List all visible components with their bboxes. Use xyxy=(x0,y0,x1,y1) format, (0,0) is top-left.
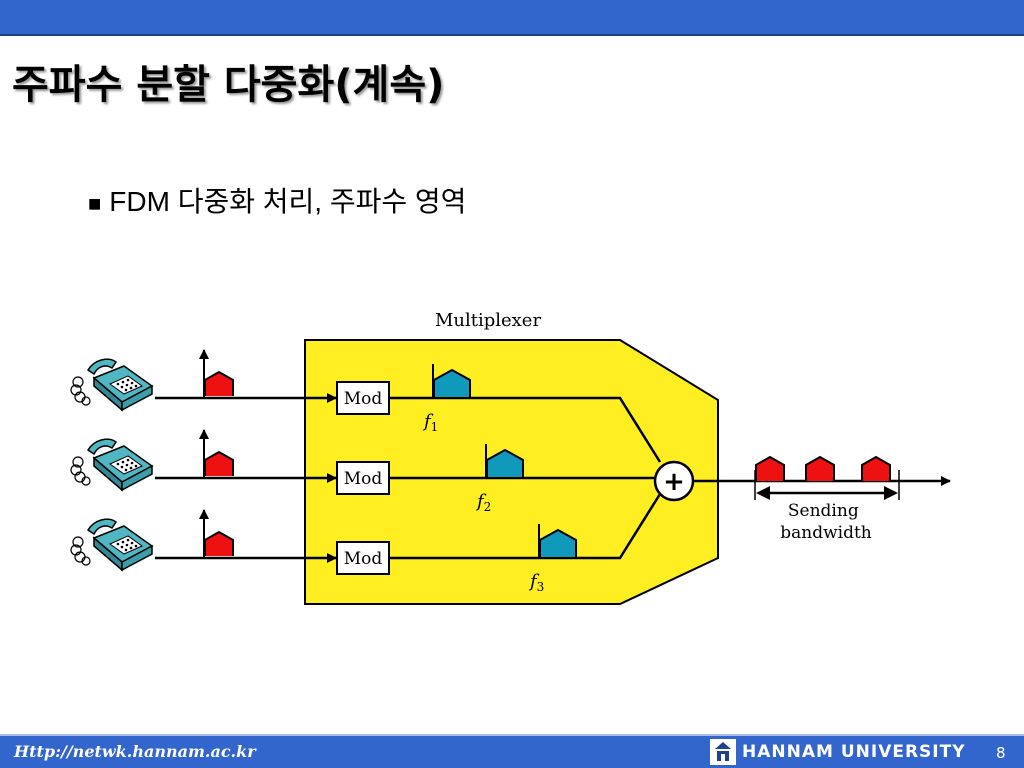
telephone-icon xyxy=(70,358,153,411)
footer-bar xyxy=(0,736,1024,768)
svg-text:+: + xyxy=(663,467,685,497)
bullet-square-icon: ■ xyxy=(88,191,102,216)
bullet-text: FDM 다중화 처리, 주파수 영역 xyxy=(109,186,467,217)
telephone-icon xyxy=(70,518,153,571)
baseband-signal xyxy=(199,509,234,558)
modulator-box: Mod xyxy=(336,541,390,575)
telephone-icon xyxy=(70,438,153,491)
header-divider xyxy=(0,34,1024,36)
slide-title: 주파수 분할 다중화(계속) xyxy=(12,62,445,108)
header-bar xyxy=(0,0,1024,34)
bullet-item: ■ FDM 다중화 처리, 주파수 영역 xyxy=(88,180,466,220)
svg-text:Mod: Mod xyxy=(344,389,383,409)
footer-url: Http://netwk.hannam.ac.kr xyxy=(14,742,256,761)
modulator-box: Mod xyxy=(336,461,390,495)
composite-signal xyxy=(754,456,900,500)
sending-bandwidth-label: Sending bandwidth xyxy=(780,501,872,543)
modulated-signal-f2 xyxy=(485,444,524,479)
multiplexer-label: Multiplexer xyxy=(435,310,542,331)
adder-circle: + xyxy=(653,460,695,502)
modulator-box: Mod xyxy=(336,381,390,415)
university-logo-icon xyxy=(710,739,736,765)
modulated-signal-f3 xyxy=(538,524,577,559)
baseband-signal xyxy=(199,429,234,478)
baseband-signal xyxy=(199,349,234,398)
page-number: 8 xyxy=(996,744,1006,762)
university-name: HANNAM UNIVERSITY xyxy=(742,742,966,762)
svg-text:Mod: Mod xyxy=(344,469,383,489)
footer-divider xyxy=(0,734,1024,736)
modulated-signal-f1 xyxy=(432,364,471,399)
svg-text:Mod: Mod xyxy=(344,549,383,569)
